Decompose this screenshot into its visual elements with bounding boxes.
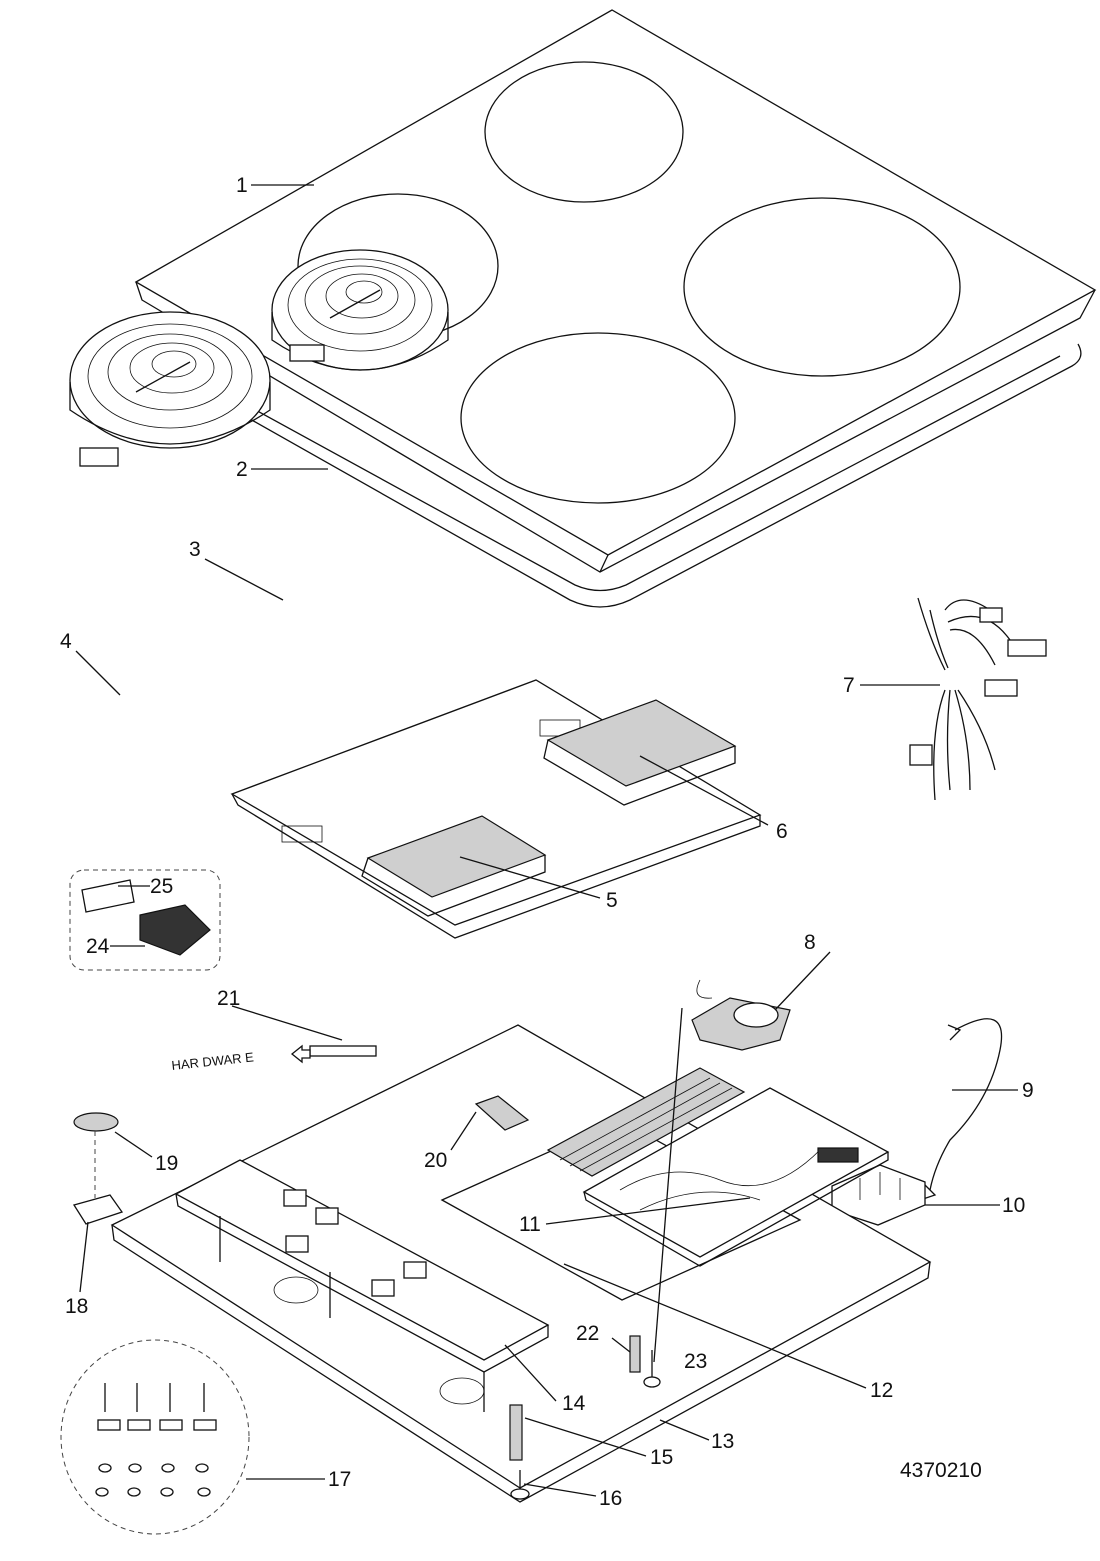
callout-13: 13 xyxy=(711,1430,734,1453)
leader-lines xyxy=(75,184,1018,1497)
screw-23 xyxy=(643,1350,661,1388)
callout-12: 12 xyxy=(870,1379,893,1402)
bracket-20 xyxy=(474,1095,530,1131)
radiant-heater-4 xyxy=(69,311,271,467)
drawing-number: 4370210 xyxy=(900,1459,982,1482)
callout-17: 17 xyxy=(328,1468,351,1491)
callout-4: 4 xyxy=(60,630,72,653)
mount-18 xyxy=(72,1194,124,1225)
glass-ceramic-top xyxy=(134,9,1097,573)
knob-19 xyxy=(73,1112,119,1132)
hardware-label: HAR DWAR E xyxy=(171,1049,255,1073)
callout-3: 3 xyxy=(189,538,201,561)
detail-box-24-25 xyxy=(69,869,221,971)
callout-19: 19 xyxy=(155,1152,178,1175)
callout-10: 10 xyxy=(1002,1194,1025,1217)
wiring-harness-7 xyxy=(909,597,1047,801)
radiant-heater-3 xyxy=(271,249,449,371)
callout-14: 14 xyxy=(562,1392,586,1415)
induction-coil-5 xyxy=(361,815,547,917)
callout-9: 9 xyxy=(1022,1079,1034,1102)
control-board-14 xyxy=(174,1159,550,1412)
fixing-kit-17 xyxy=(95,1383,217,1497)
cooling-fan-8 xyxy=(691,979,791,1051)
callout-18: 18 xyxy=(65,1295,88,1318)
power-cable-9 xyxy=(919,1018,1003,1201)
callout-21: 21 xyxy=(217,987,240,1010)
callout-7: 7 xyxy=(843,674,855,697)
callout-8: 8 xyxy=(804,931,816,954)
base-tray-13 xyxy=(110,1024,932,1503)
induction-coil-6 xyxy=(543,699,737,806)
hardware-cable-21 xyxy=(290,1044,377,1064)
callout-1: 1 xyxy=(236,174,248,197)
callout-16: 16 xyxy=(599,1487,622,1510)
callout-22: 22 xyxy=(576,1322,599,1345)
power-board-11 xyxy=(582,1087,890,1267)
screw-16 xyxy=(510,1470,530,1500)
heat-sink xyxy=(546,1067,746,1177)
callout-6: 6 xyxy=(776,820,788,843)
callout-11: 11 xyxy=(519,1213,541,1236)
adapter-24 xyxy=(139,904,211,956)
callout-5: 5 xyxy=(606,889,618,912)
callout-25: 25 xyxy=(150,875,173,898)
spring-15 xyxy=(509,1404,523,1461)
callout-23: 23 xyxy=(684,1350,707,1373)
fixing-kit-circle-17 xyxy=(60,1339,250,1535)
label-25 xyxy=(81,879,135,913)
callout-20: 20 xyxy=(424,1149,447,1172)
callout-24: 24 xyxy=(86,935,110,958)
spring-22 xyxy=(629,1335,641,1373)
callout-2: 2 xyxy=(236,458,248,481)
callout-labels: 1 2 3 4 5 6 7 8 9 10 11 12 13 14 15 16 1… xyxy=(60,174,1034,1510)
callout-15: 15 xyxy=(650,1446,673,1469)
